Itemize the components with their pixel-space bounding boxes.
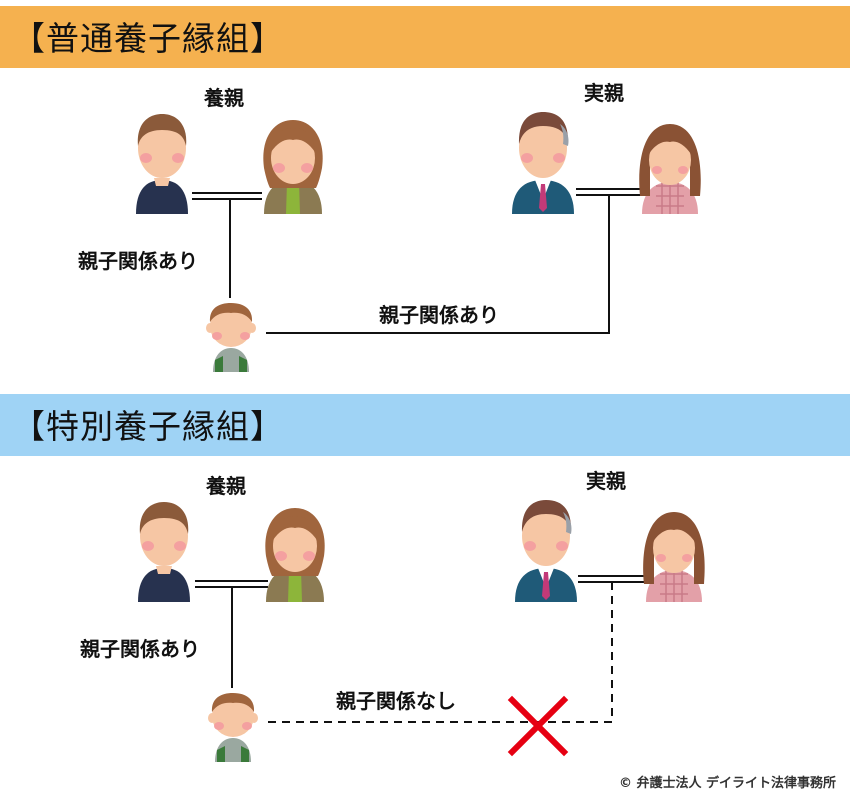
section1-biological-relation-label: 親子関係あり bbox=[379, 303, 499, 327]
biological-father-icon bbox=[512, 112, 574, 214]
section1-connectors bbox=[192, 188, 646, 334]
section2-adoptive-parents-label: 養親 bbox=[206, 474, 246, 498]
adoptive-father-icon bbox=[138, 502, 190, 602]
section1-title: 【普通養子縁組】 bbox=[12, 19, 284, 58]
adoptive-father-icon bbox=[136, 114, 188, 214]
section2-biological-parents-label: 実親 bbox=[586, 469, 626, 493]
biological-mother-icon bbox=[639, 124, 701, 214]
severed-descent-line bbox=[268, 582, 613, 723]
child-icon bbox=[208, 693, 258, 762]
adoptive-mother-icon bbox=[263, 120, 323, 214]
section1-header: 【普通養子縁組】 bbox=[0, 6, 850, 68]
adoptive-mother-icon bbox=[265, 508, 325, 602]
section1-adoptive-parents-label: 養親 bbox=[204, 86, 244, 110]
copyright-credit: © 弁護士法人 デイライト法律事務所 bbox=[618, 776, 836, 791]
biological-descent-line bbox=[266, 195, 610, 334]
biological-mother-icon bbox=[643, 512, 705, 602]
section2-connectors bbox=[195, 575, 650, 723]
cross-mark-icon bbox=[507, 695, 569, 757]
section2-header: 【特別養子縁組】 bbox=[0, 394, 850, 456]
section2-title: 【特別養子縁組】 bbox=[12, 407, 284, 446]
biological-father-icon bbox=[515, 500, 577, 602]
section2-biological-relation-label: 親子関係なし bbox=[336, 689, 456, 713]
section2-adoptive-relation-label: 親子関係あり bbox=[80, 637, 200, 661]
section1-biological-parents-label: 実親 bbox=[584, 81, 624, 105]
child-icon bbox=[206, 303, 256, 372]
section1-adoptive-relation-label: 親子関係あり bbox=[78, 249, 198, 273]
